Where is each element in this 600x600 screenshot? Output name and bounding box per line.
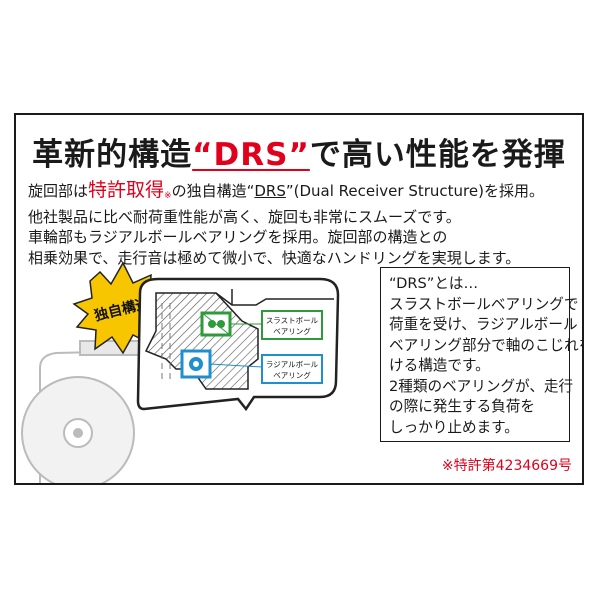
title-text-end: で高い性能を発揮 bbox=[309, 137, 566, 173]
title-drs: “DRS” bbox=[192, 137, 310, 173]
cross-section bbox=[136, 277, 340, 412]
info-line: ける構造です。 bbox=[389, 357, 490, 374]
info-line: しっかり止めます。 bbox=[389, 418, 519, 436]
description-line: 相乗効果で、走行音は極めて微小で、快適なハンドリングを実現します。 bbox=[28, 248, 521, 267]
drs-underlined: DRS bbox=[254, 182, 286, 200]
thrust-bearing-marker bbox=[200, 311, 232, 337]
description-line: 他社製品に比べ耐荷重性能が高く、旋回も非常にスムーズです。 bbox=[28, 207, 461, 226]
drs-definition-box: “DRS”とは… スラストボールベアリングで 荷重を受け、ラジアルボール ベアリ… bbox=[380, 267, 582, 442]
thrust-label-line1: スラストボール bbox=[266, 316, 319, 325]
info-line: 2種類のベアリングが、走行 bbox=[389, 377, 574, 395]
radial-bearing-marker bbox=[180, 349, 212, 379]
note-mark: ※ bbox=[164, 191, 172, 201]
title-text: 革新的構造 bbox=[32, 137, 193, 173]
info-line: ベアリング部分で軸のこじれを受 bbox=[389, 336, 582, 354]
text-fragment: の独自構造“ bbox=[171, 182, 255, 200]
feature-card: 革新的構造“DRS”で高い性能を発揮 旋回部は特許取得※の独自構造“DRS”(D… bbox=[14, 113, 584, 485]
text-fragment: 旋回部は bbox=[28, 182, 89, 200]
text-fragment: ”(Dual Receiver Structure)を採用。 bbox=[285, 182, 544, 200]
thrust-bearing-label: スラストボール ベアリング bbox=[261, 310, 323, 340]
info-line: “DRS”とは… bbox=[389, 275, 479, 292]
description-line: 旋回部は特許取得※の独自構造“DRS”(Dual Receiver Struct… bbox=[28, 180, 578, 207]
radial-label-line2: ベアリング bbox=[273, 370, 311, 380]
radial-bearing-label: ラジアルボール ベアリング bbox=[261, 354, 323, 384]
drs-illustration: 独自構造 スラストボール bbox=[21, 263, 340, 483]
info-line: の際に発生する負荷を bbox=[389, 398, 535, 415]
description: 旋回部は特許取得※の独自構造“DRS”(Dual Receiver Struct… bbox=[28, 180, 578, 268]
description-line: 車輪部もラジアルボールベアリングを採用。旋回部の構造との bbox=[28, 228, 448, 246]
caster-outline bbox=[21, 340, 141, 483]
thrust-label-line2: ベアリング bbox=[273, 326, 311, 336]
patent-number: ※特許第4234669号 bbox=[441, 458, 572, 474]
page-title: 革新的構造“DRS”で高い性能を発揮 bbox=[16, 129, 582, 174]
patent-highlight: 特許取得 bbox=[88, 179, 165, 201]
info-line: スラストボールベアリングで bbox=[389, 295, 579, 313]
radial-label-line1: ラジアルボール bbox=[266, 360, 319, 369]
info-line: 荷重を受け、ラジアルボール bbox=[389, 316, 578, 333]
